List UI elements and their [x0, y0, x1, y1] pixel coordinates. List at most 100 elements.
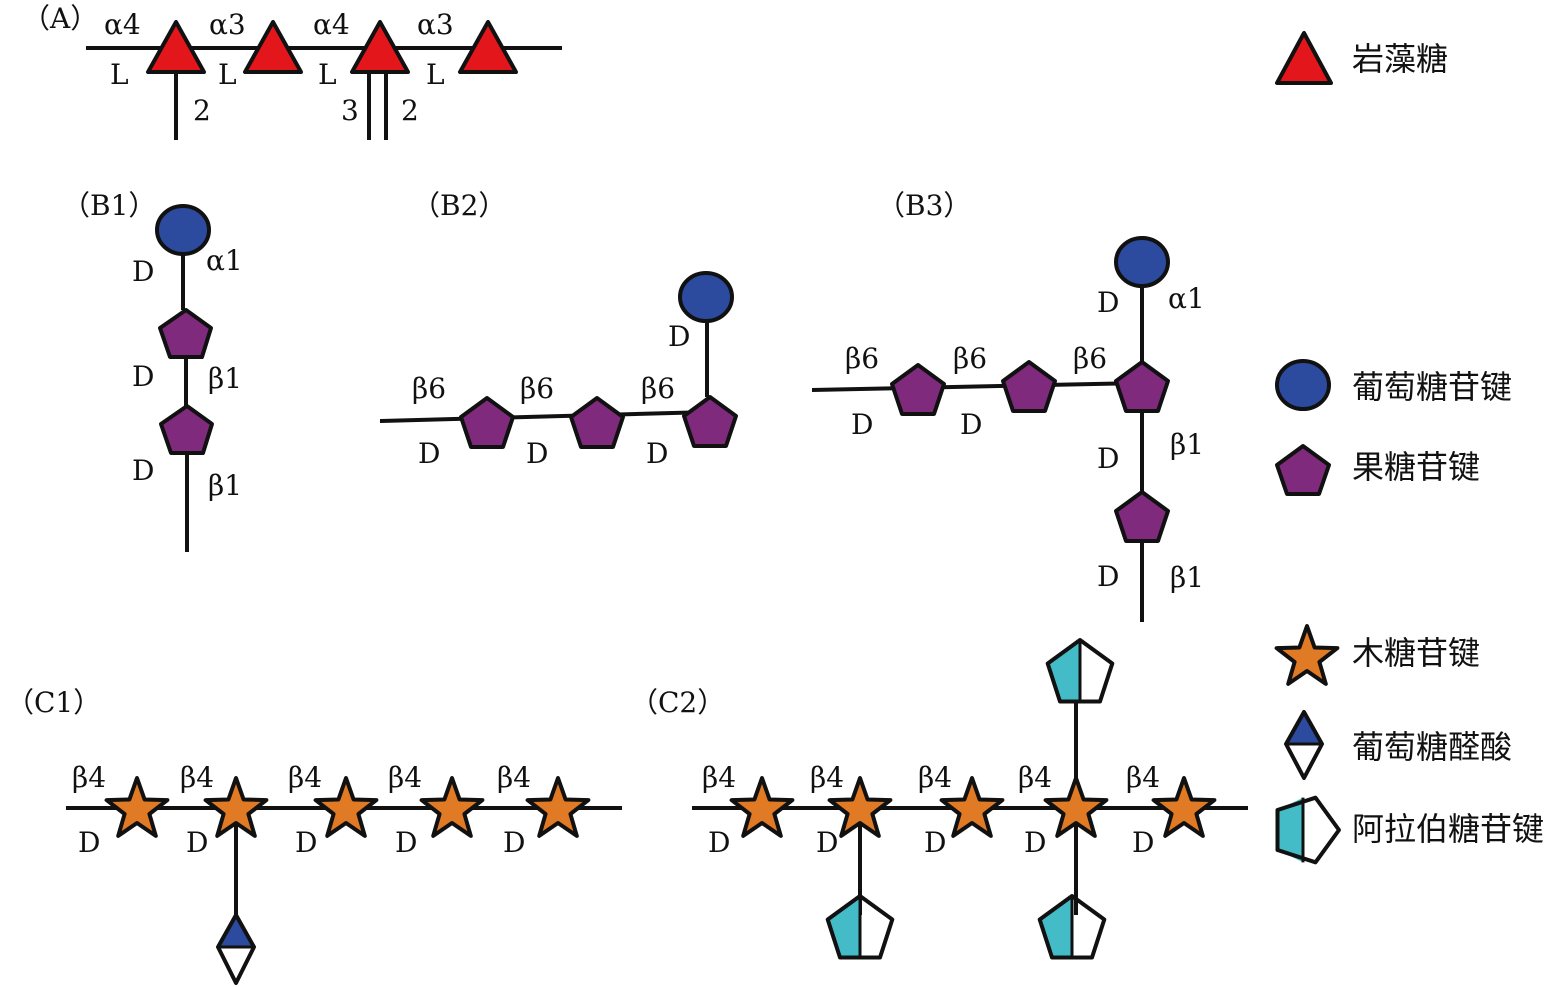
linkage-label: β4	[1018, 761, 1052, 794]
xylose-star	[104, 776, 170, 838]
linkage-label: β1	[1170, 428, 1204, 461]
config-label: D	[132, 255, 154, 288]
legend-fructose-label: 果糖苷键	[1352, 448, 1480, 486]
linkage-label: β6	[845, 342, 879, 375]
linkage-label: α4	[313, 8, 350, 41]
glucose-circle	[678, 271, 734, 323]
xylose-star	[525, 776, 591, 838]
xylose-star	[419, 776, 485, 838]
xylose-star	[939, 776, 1005, 838]
config-label: D	[646, 437, 668, 470]
config-label: D	[816, 826, 838, 859]
xylose-star	[1151, 776, 1217, 838]
panel-label-a: （A）	[22, 2, 98, 35]
linkage-label: α3	[417, 8, 454, 41]
config-label: D	[851, 408, 873, 441]
position-label: 3	[341, 94, 359, 127]
panel-b3-structure	[811, 236, 1170, 622]
linkage-label: β6	[412, 372, 446, 405]
panel-label-b2: （B2）	[412, 189, 506, 222]
panel-a-structure	[86, 20, 562, 140]
panel-b1-structure	[155, 204, 214, 552]
legend-glucuronic-acid-label: 葡萄糖醛酸	[1352, 728, 1512, 766]
config-label: D	[186, 826, 208, 859]
panel-label-b1: （B1）	[62, 189, 156, 222]
legend-glucose-label: 葡萄糖苷键	[1352, 368, 1512, 406]
linkage-label: β1	[208, 469, 242, 502]
config-label: D	[78, 826, 100, 859]
legend-fucose-triangle	[1275, 31, 1333, 85]
panel-b2-structure	[379, 271, 738, 449]
glucose-circle	[1114, 236, 1170, 288]
config-label: D	[295, 826, 317, 859]
fucose-triangle	[146, 20, 206, 74]
fructose-pentagon	[158, 308, 213, 359]
config-label: D	[1097, 560, 1119, 593]
fructose-pentagon	[890, 363, 946, 416]
linkage-label: α4	[104, 8, 141, 41]
fucose-triangle	[350, 20, 410, 74]
config-label: L	[110, 58, 129, 91]
config-label: D	[418, 437, 440, 470]
fructose-pentagon	[459, 396, 515, 449]
legend-xylose-star	[1274, 624, 1340, 686]
xylose-star	[203, 776, 269, 838]
panel-label-b3: （B3）	[877, 189, 971, 222]
arabinose-pentagon	[1045, 638, 1115, 704]
arabinose-pentagon	[825, 894, 895, 960]
panel-c2-structure	[692, 638, 1248, 960]
linkage-label: β4	[702, 761, 736, 794]
linkage-label: β4	[810, 761, 844, 794]
linkage-label: β4	[918, 761, 952, 794]
fucose-triangle	[458, 20, 518, 74]
linkage-label: β6	[520, 372, 554, 405]
linkage-label: β4	[288, 761, 322, 794]
position-label: 2	[193, 94, 211, 127]
linkage-label: β4	[388, 761, 422, 794]
config-label: L	[218, 58, 237, 91]
fucose-triangle	[243, 20, 303, 74]
glucuronic-acid-diamond	[216, 913, 256, 985]
fructose-pentagon	[1001, 360, 1057, 413]
legend-arabinose-pentagon	[1275, 795, 1341, 865]
config-label: D	[132, 454, 154, 487]
panel-label-c2: （C2）	[630, 686, 725, 719]
legend-fucose-label: 岩藻糖	[1352, 40, 1448, 78]
arabinose-pentagon	[1037, 894, 1107, 960]
xylose-star	[313, 776, 379, 838]
linkage-label: β1	[1170, 561, 1204, 594]
linkage-label: β4	[180, 761, 214, 794]
config-label: D	[924, 826, 946, 859]
fructose-pentagon	[1114, 490, 1170, 543]
linkage-label: β4	[497, 761, 531, 794]
linkage-label: α1	[206, 244, 243, 277]
config-label: D	[1132, 826, 1154, 859]
panel-c1-structure	[66, 776, 622, 985]
config-label: D	[1024, 826, 1046, 859]
xylose-star	[1043, 776, 1109, 838]
config-label: D	[708, 826, 730, 859]
legend-fructose-pentagon	[1275, 444, 1331, 496]
panel-label-c1: （C1）	[6, 686, 101, 719]
legend-arabinose-label: 阿拉伯糖苷键	[1352, 810, 1544, 848]
linkage-label: β4	[1126, 761, 1160, 794]
legend-glucuronic-acid-diamond	[1284, 710, 1324, 780]
config-label: D	[395, 826, 417, 859]
xylose-star	[729, 776, 795, 838]
linkage-label: β6	[641, 372, 675, 405]
legend: 岩藻糖 葡萄糖苷键 果糖苷键 木糖苷键 葡萄糖醛酸 阿拉伯糖苷键	[1274, 31, 1544, 865]
config-label: D	[503, 826, 525, 859]
linkage-label: β6	[1073, 342, 1107, 375]
fructose-pentagon	[682, 395, 738, 448]
linkage-label: α1	[1168, 282, 1205, 315]
linkage-label: β4	[72, 761, 106, 794]
fructose-pentagon	[569, 396, 625, 449]
legend-glucose-circle	[1275, 359, 1331, 411]
config-label: D	[1097, 286, 1119, 319]
linkage-label: β1	[208, 362, 242, 395]
config-label: D	[960, 408, 982, 441]
config-label: D	[668, 320, 690, 353]
glucose-circle	[155, 204, 211, 256]
config-label: L	[318, 58, 337, 91]
